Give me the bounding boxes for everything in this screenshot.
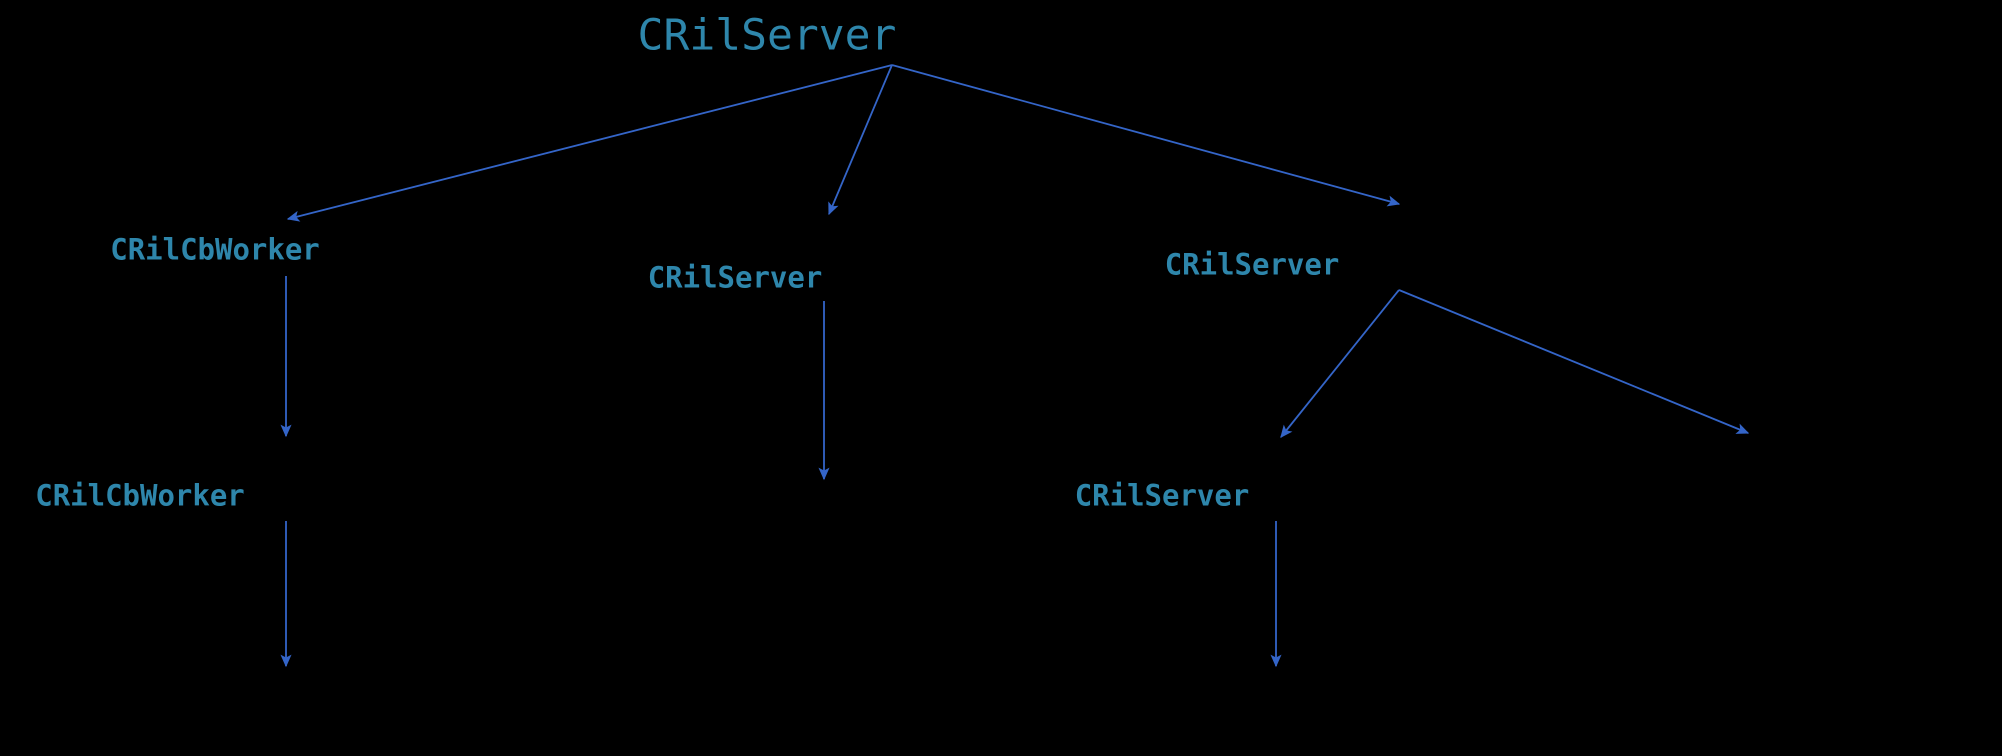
graph-node-l2a[interactable]: CRilCbWorker: [110, 232, 320, 267]
graph-node-l3b[interactable]: CRilServer: [1074, 478, 1250, 513]
graph-node-l3a[interactable]: CRilCbWorker: [35, 478, 245, 513]
graph-node-l2b[interactable]: CRilServer: [647, 260, 823, 295]
graph-node-root[interactable]: CRilServer: [637, 10, 897, 61]
graph-edge: [286, 64, 893, 222]
graph-node-l2c[interactable]: CRilServer: [1164, 247, 1340, 282]
graph-edge: [1280, 289, 1400, 438]
graph-edge: [891, 64, 1401, 207]
graph-edge: [1398, 289, 1750, 434]
graph-edge: [828, 64, 893, 216]
